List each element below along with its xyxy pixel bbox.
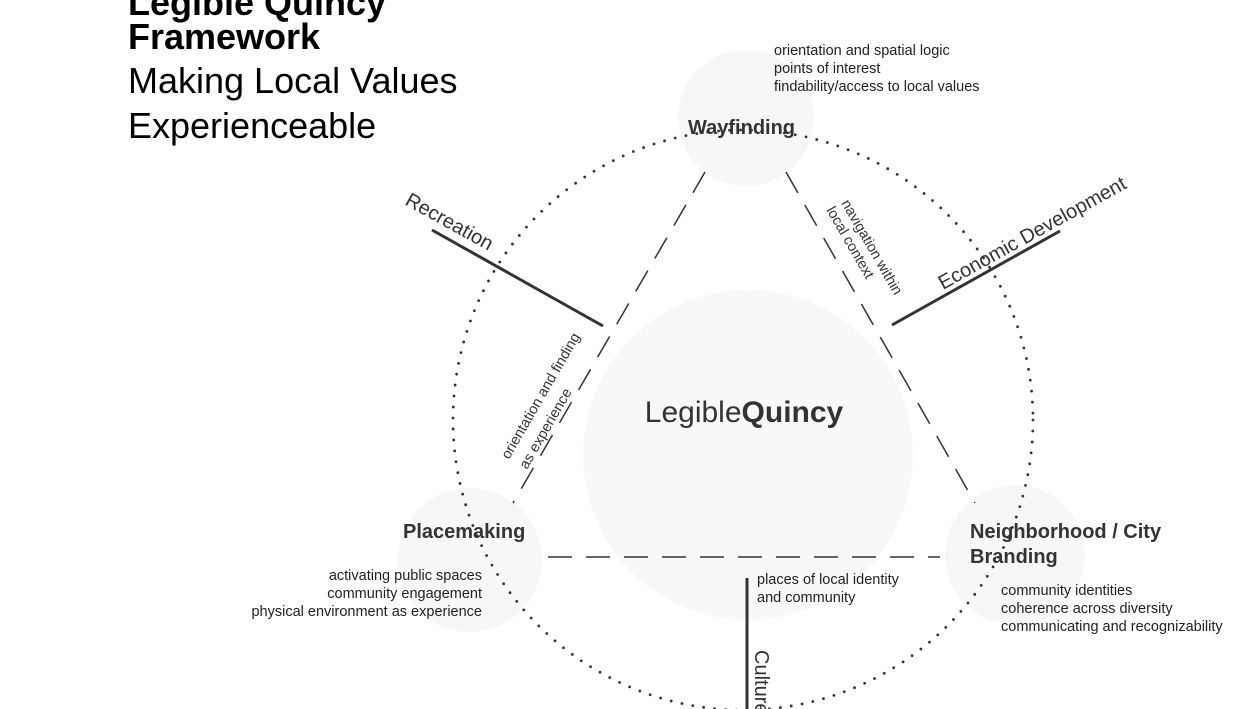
economic-label: Economic Development — [935, 173, 1131, 295]
placemaking-label: Placemaking — [403, 521, 526, 543]
placemaking-blob — [398, 488, 542, 632]
recreation-label: Recreation — [402, 189, 497, 255]
subtitle-line-2: Experienceable — [128, 105, 377, 146]
edge-bottom-label-line: and community — [757, 590, 856, 606]
title-line-1: Legible Quincy — [128, 0, 387, 23]
subtitle-line-1: Making Local Values — [128, 60, 458, 101]
edge-bottom-label-line: places of local identity — [757, 572, 899, 588]
culture-label: Culture — [750, 650, 772, 709]
wayfinding-detail-item: points of interest — [774, 61, 881, 77]
edge-bottom-label: places of local identity and community — [757, 571, 899, 607]
recreation-spoke — [431, 228, 604, 328]
placemaking-detail-item: activating public spaces — [328, 568, 482, 584]
wayfinding-detail-item: findability/access to local values — [774, 79, 980, 95]
outer-dotted-circle — [451, 128, 1035, 709]
branding-detail-item: community identities — [1001, 583, 1133, 599]
branding-detail-item: communicating and recognizability — [1001, 619, 1223, 635]
wayfinding-detail-item: orientation and spatial logic — [774, 43, 950, 59]
wayfinding-details: orientation and spatial logic points of … — [774, 42, 980, 96]
wayfinding-blob — [678, 50, 814, 186]
wayfinding-label: Wayfinding — [688, 117, 796, 139]
economic-spoke — [891, 229, 1061, 327]
title-line-2: Framework — [128, 16, 321, 57]
branding-blob — [945, 485, 1085, 625]
branding-label-line2: Branding — [970, 546, 1058, 568]
center-label-part2: Quincy — [742, 396, 844, 429]
edge-right-line — [785, 171, 976, 504]
placemaking-details: activating public spaces community engag… — [251, 567, 482, 621]
center-label: LegibleQuincy — [645, 396, 844, 429]
branding-label-line1: Neighborhood / City — [970, 521, 1162, 543]
center-blob — [583, 290, 913, 620]
center-label-part1: Legible — [645, 396, 742, 429]
branding-details: community identities coherence across di… — [1001, 582, 1223, 636]
placemaking-detail-item: community engagement — [327, 586, 482, 602]
edge-left-line — [512, 171, 706, 504]
branding-detail-item: coherence across diversity — [1001, 601, 1173, 617]
placemaking-detail-item: physical environment as experience — [251, 604, 482, 620]
